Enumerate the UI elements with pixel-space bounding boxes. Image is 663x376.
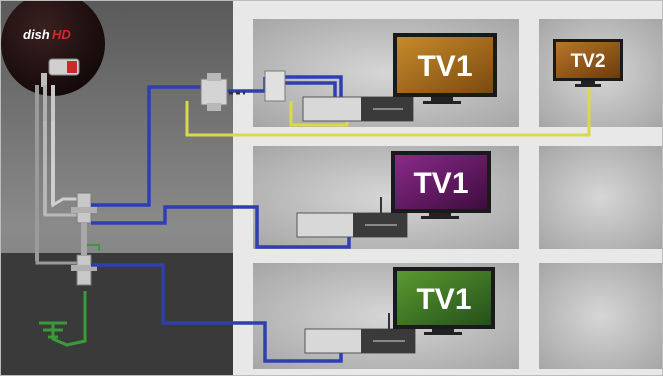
tv-top-left-icon: TV1 <box>393 33 497 104</box>
logo-brand: dish <box>23 27 50 42</box>
tv-middle-label: TV1 <box>413 167 468 200</box>
splitter-icon <box>200 73 228 111</box>
multiswitch-icon <box>71 192 97 286</box>
receiver-top <box>302 96 414 122</box>
logo-suffix: HD <box>52 27 71 42</box>
receiver-bottom <box>304 313 416 354</box>
room-bottom-right <box>539 263 662 369</box>
basement-area <box>1 253 233 375</box>
receiver-middle <box>296 197 408 238</box>
diplexer-icon <box>264 70 286 102</box>
dish-hd-logo: dish HD <box>23 27 71 42</box>
tv-top-left-label: TV1 <box>417 50 472 83</box>
tv-bottom-label: TV1 <box>416 283 471 316</box>
tv-top-right-label: TV2 <box>571 51 606 72</box>
room-middle-right <box>539 146 662 249</box>
ground-icon <box>39 244 100 347</box>
tv-bottom-icon: TV1 <box>393 267 495 335</box>
tv-middle-icon: TV1 <box>391 151 491 219</box>
tv-top-right-icon: TV2 <box>553 39 623 87</box>
